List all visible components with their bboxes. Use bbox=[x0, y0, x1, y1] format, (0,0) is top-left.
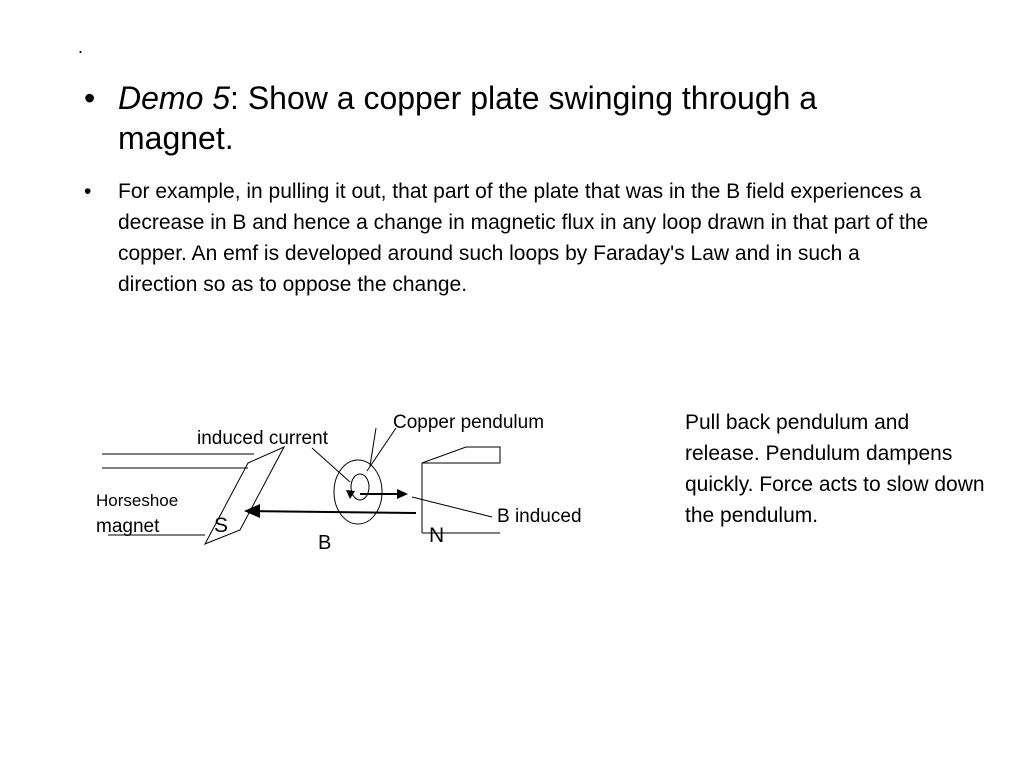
demo-description: Show a copper plate swinging through a m… bbox=[118, 80, 818, 156]
demo-label: Demo 5 bbox=[118, 80, 231, 116]
copper-label-leader bbox=[366, 427, 397, 472]
demo-bullet: • Demo 5: Show a copper plate swinging t… bbox=[84, 78, 884, 158]
south-pole-label: S bbox=[214, 514, 228, 537]
bullet-glyph: • bbox=[84, 80, 96, 116]
b-field-arrowhead bbox=[244, 504, 260, 518]
b-induced-arrowhead bbox=[397, 489, 408, 499]
bullet-glyph: • bbox=[84, 180, 92, 203]
stray-dot: . bbox=[78, 37, 84, 57]
magnet-label: magnet bbox=[96, 516, 160, 537]
b-field-line bbox=[245, 510, 417, 514]
demo-colon: : bbox=[230, 80, 239, 116]
b-field-label: B bbox=[318, 532, 331, 554]
example-bullet: • For example, in pulling it out, that p… bbox=[84, 176, 934, 300]
copper-label-leader-2 bbox=[369, 427, 377, 467]
b-induced-label: B induced bbox=[497, 506, 582, 527]
example-text: For example, in pulling it out, that par… bbox=[118, 180, 929, 296]
induced-current-loop bbox=[350, 473, 370, 501]
north-pole-label: N bbox=[429, 524, 444, 547]
side-note: Pull back pendulum and release. Pendulum… bbox=[685, 411, 985, 527]
current-label-leader bbox=[311, 447, 351, 483]
induced-current-label: induced current bbox=[197, 428, 329, 449]
south-pole-face bbox=[203, 445, 286, 545]
copper-pendulum-label: Copper pendulum bbox=[393, 412, 544, 433]
horseshoe-label: Horseshoe bbox=[96, 491, 178, 510]
b-induced-leader bbox=[411, 496, 493, 518]
copper-pendulum-plate bbox=[333, 459, 383, 525]
current-arrowhead bbox=[346, 490, 355, 499]
demo-bullet-text: Demo 5: Show a copper plate swinging thr… bbox=[118, 78, 884, 158]
north-pole-face bbox=[421, 446, 501, 464]
